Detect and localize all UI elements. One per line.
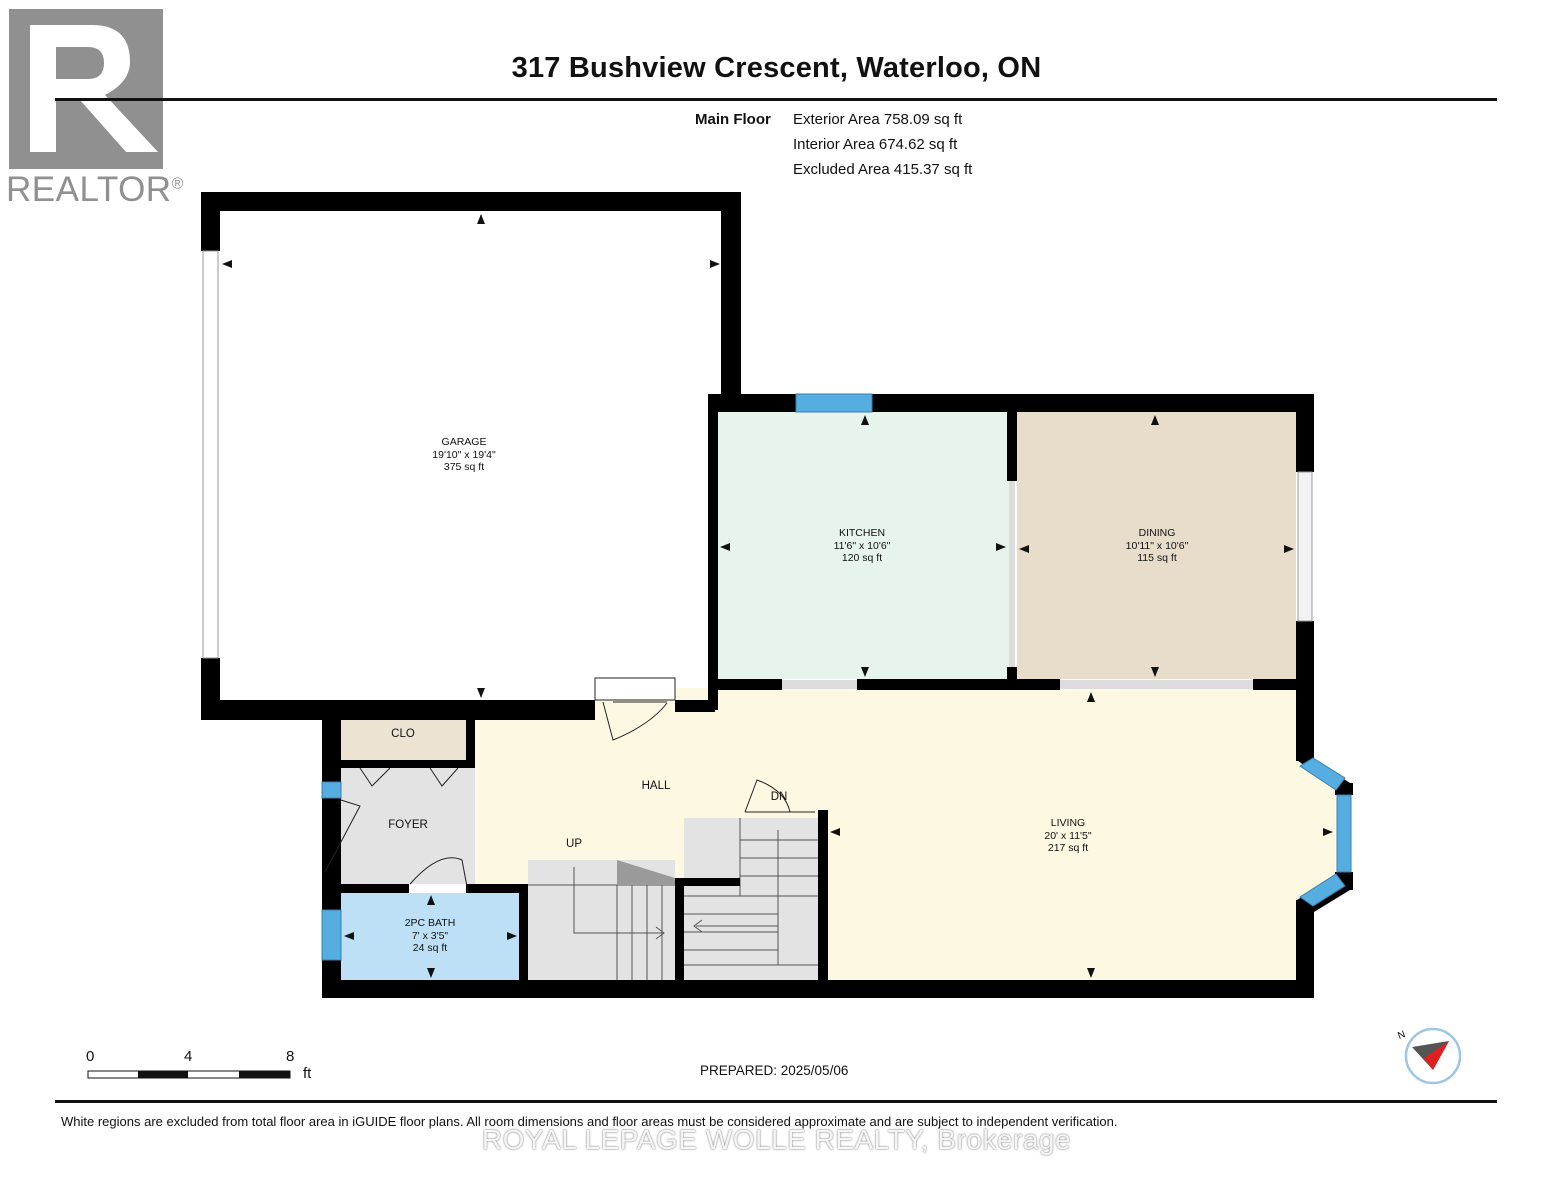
dining-name: DINING <box>1138 527 1176 539</box>
excluded-area: Excluded Area 415.37 sq ft <box>793 161 973 178</box>
scale-tick-4: 4 <box>184 1048 193 1065</box>
scale-bar <box>87 1070 291 1079</box>
realtor-r-letter <box>30 25 158 152</box>
disclaimer-text: White regions are excluded from total fl… <box>61 1114 1118 1129</box>
kitchen-dims: 11'6" x 10'6" <box>833 539 891 552</box>
clo-label: CLO <box>391 728 415 740</box>
walls <box>201 192 1353 998</box>
windows <box>202 250 1352 961</box>
foyer-fill <box>341 768 475 884</box>
stairs-down-label: DN <box>770 791 788 803</box>
page-title: 317 Bushview Crescent, Waterloo, ON <box>511 52 1042 84</box>
living-area: 217 sq ft <box>1047 842 1089 854</box>
garage-area: 375 sq ft <box>443 461 485 473</box>
stairs-down-fill <box>684 818 820 980</box>
stairs-up-label: UP <box>566 838 582 850</box>
room-label-bath: 2PC BATH 7' x 3'5" 24 sq ft <box>405 917 456 955</box>
scale-unit: ft <box>303 1065 312 1082</box>
realtor-registered-mark: ® <box>171 175 184 193</box>
header-rule <box>55 98 1497 101</box>
living-dims: 20' x 11'5" <box>1044 829 1092 842</box>
dimension-arrows <box>222 214 1333 978</box>
kitchen-name: KITCHEN <box>838 527 886 539</box>
scale-tick-8: 8 <box>286 1048 295 1065</box>
stairs-down-treads <box>684 818 820 966</box>
bath-area: 24 sq ft <box>412 942 448 954</box>
prepared-date: PREPARED: 2025/05/06 <box>700 1063 849 1078</box>
kitchen-area: 120 sq ft <box>841 552 883 564</box>
dining-dims: 10'11" x 10'6" <box>1125 539 1189 552</box>
interior-area: Interior Area 674.62 sq ft <box>793 136 958 153</box>
living-hall-fill <box>475 688 1335 980</box>
scale-tick-0: 0 <box>86 1048 95 1065</box>
exterior-area: Exterior Area 758.09 sq ft <box>793 111 963 128</box>
room-label-kitchen: KITCHEN 11'6" x 10'6" 120 sq ft <box>834 527 891 565</box>
doors <box>324 677 815 893</box>
realtor-logo-text: REALTOR® <box>6 170 184 210</box>
floor-label: Main Floor <box>695 111 771 128</box>
garage-name: GARAGE <box>441 436 487 448</box>
room-label-living: LIVING 20' x 11'5" 217 sq ft <box>1044 817 1091 855</box>
stair-landing-shade <box>617 860 675 885</box>
dining-area: 115 sq ft <box>1137 552 1177 564</box>
realtor-logo-word: REALTOR <box>6 170 172 209</box>
room-label-dining: DINING 10'11" x 10'6" 115 sq ft <box>1126 527 1189 565</box>
room-label-garage: GARAGE 19'10" x 19'4" 375 sq ft <box>432 436 495 474</box>
hall-label: HALL <box>641 780 671 792</box>
bath-name: 2PC BATH <box>404 917 456 929</box>
brokerage-watermark: ROYAL LEPAGE WOLLE REALTY, Brokerage <box>481 1124 1072 1155</box>
footer-rule <box>55 1100 1497 1103</box>
stairs-up-treads <box>528 867 675 980</box>
kitchen-fill <box>717 411 1009 679</box>
garage-dims: 19'10" x 19'4" <box>432 448 496 461</box>
bath-dims: 7' x 3'5" <box>411 929 449 942</box>
dining-fill <box>1017 411 1296 679</box>
living-name: LIVING <box>1050 817 1086 829</box>
foyer-label: FOYER <box>388 819 428 831</box>
bath-fill <box>341 893 519 980</box>
compass-icon <box>1404 1027 1462 1085</box>
realtor-logo <box>9 9 163 169</box>
